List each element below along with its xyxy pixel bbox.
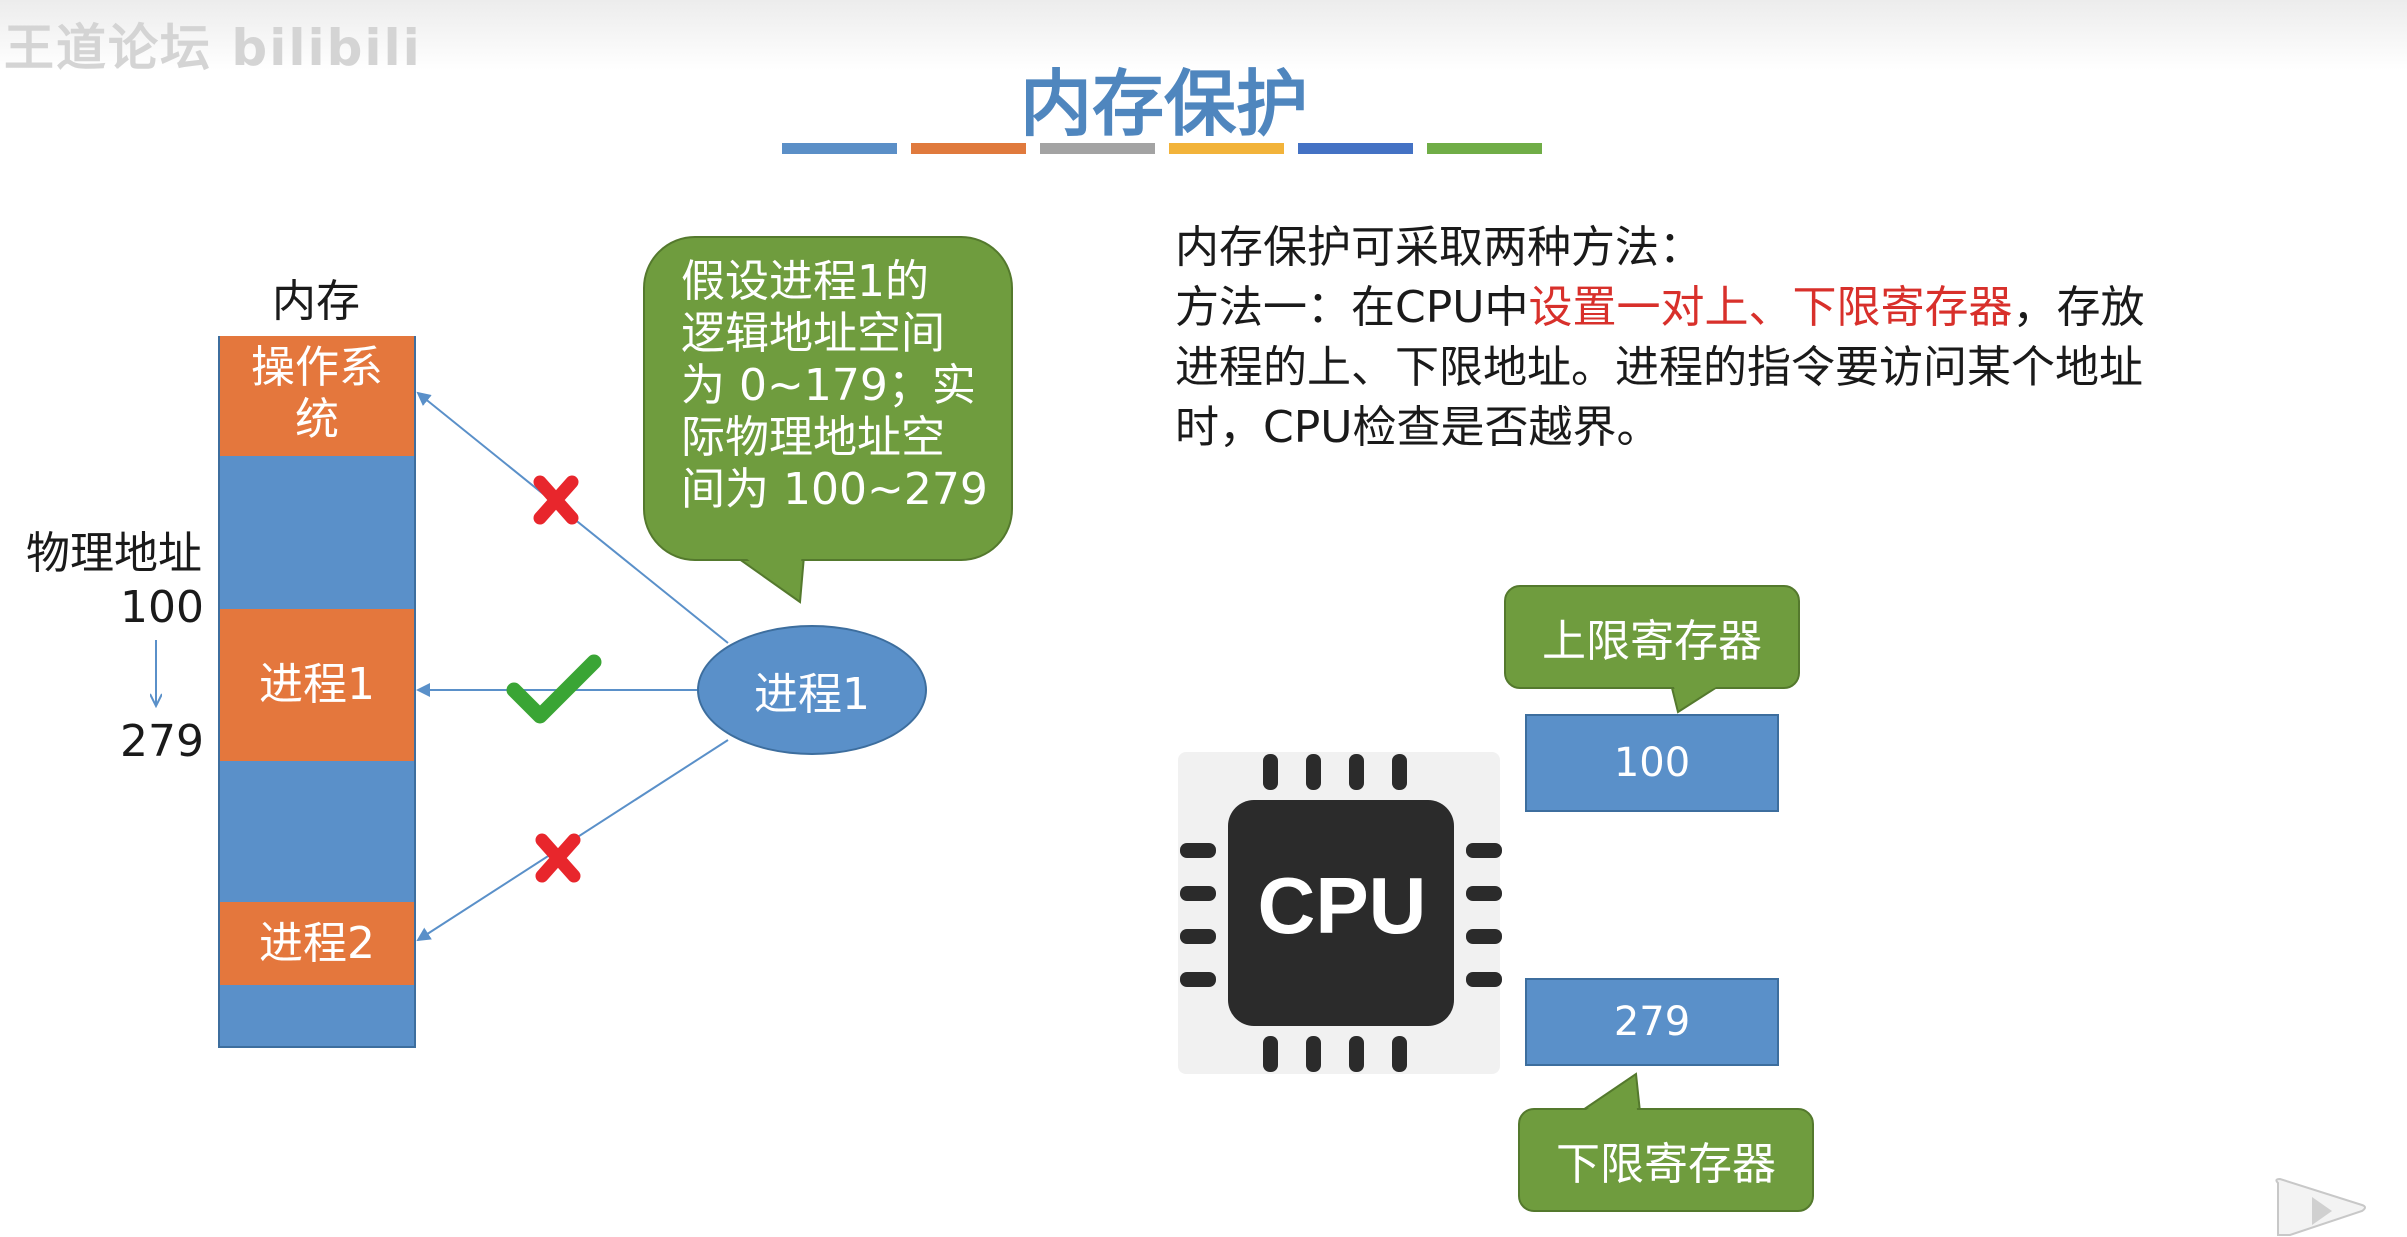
assumption-callout: 假设进程1的 逻辑地址空间 为 0~179；实 际物理地址空 间为 100~27… <box>643 236 1013 561</box>
os-label-line1: 操作系 <box>251 342 383 393</box>
color-bar <box>1040 143 1155 154</box>
method-description: 内存保护可采取两种方法： 方法一：在CPU中设置一对上、下限寄存器，存放 进程的… <box>1175 218 2144 458</box>
memory-block-os: 操作系 统 <box>218 336 416 456</box>
address-start: 100 <box>120 582 204 633</box>
cpu-label: CPU <box>1257 861 1427 950</box>
slide-title: 内存保护 <box>1020 62 1309 146</box>
allow-check-icon <box>506 654 602 724</box>
memory-block-free <box>218 761 416 902</box>
upper-register-callout: 上限寄存器 <box>1504 585 1800 689</box>
top-fade <box>0 0 2407 70</box>
down-arrow-icon <box>150 640 162 708</box>
desc-line-1: 内存保护可采取两种方法： <box>1175 222 1703 273</box>
physical-address-label: 物理地址 <box>26 528 202 579</box>
color-bar <box>911 143 1026 154</box>
callout-line: 为 0~179；实 <box>681 360 976 411</box>
color-bar <box>1427 143 1542 154</box>
deny-cross-icon <box>535 833 581 883</box>
lower-register-callout: 下限寄存器 <box>1518 1108 1814 1212</box>
desc-line-4: 时，CPU检查是否越界。 <box>1175 402 1661 453</box>
callout-line: 间为 100~279 <box>681 464 988 515</box>
process1-node-label: 进程1 <box>754 669 870 720</box>
watermark: 王道论坛 bilibili <box>4 19 422 77</box>
deny-cross-icon <box>533 475 579 525</box>
lower-register-value: 279 <box>1613 999 1691 1045</box>
memory-label: 内存 <box>272 276 360 327</box>
process2-block-label: 进程2 <box>259 918 375 969</box>
lower-register-label: 下限寄存器 <box>1556 1139 1776 1190</box>
desc-line-2-post: ，存放 <box>2012 282 2145 333</box>
os-label-line2: 统 <box>295 394 339 445</box>
lower-register-box: 279 <box>1525 978 1779 1066</box>
callout-line: 际物理地址空 <box>681 412 945 463</box>
color-bar <box>782 143 897 154</box>
upper-register-value: 100 <box>1613 740 1691 786</box>
memory-block-process1: 进程1 <box>218 609 416 761</box>
process1-node: 进程1 <box>697 625 927 755</box>
color-bar <box>1298 143 1413 154</box>
desc-highlight: 设置一对上、下限寄存器 <box>1528 282 2013 333</box>
memory-block-process2: 进程2 <box>218 902 416 985</box>
desc-line-3: 进程的上、下限地址。进程的指令要访问某个地址 <box>1175 342 2143 393</box>
address-end: 279 <box>120 716 204 767</box>
desc-line-2-pre: 方法一：在CPU中 <box>1175 282 1529 333</box>
desc-line-2: 方法一：在CPU中设置一对上、下限寄存器，存放 <box>1175 278 2144 338</box>
memory-block-free <box>218 456 416 609</box>
callout-line: 假设进程1的 <box>681 256 929 307</box>
callout-line: 逻辑地址空间 <box>681 308 945 359</box>
upper-register-box: 100 <box>1525 714 1779 812</box>
upper-register-label: 上限寄存器 <box>1542 616 1762 667</box>
play-icon[interactable] <box>2270 1175 2370 1237</box>
color-bar <box>1169 143 1284 154</box>
memory-block-free <box>218 985 416 1048</box>
process1-block-label: 进程1 <box>259 659 375 710</box>
